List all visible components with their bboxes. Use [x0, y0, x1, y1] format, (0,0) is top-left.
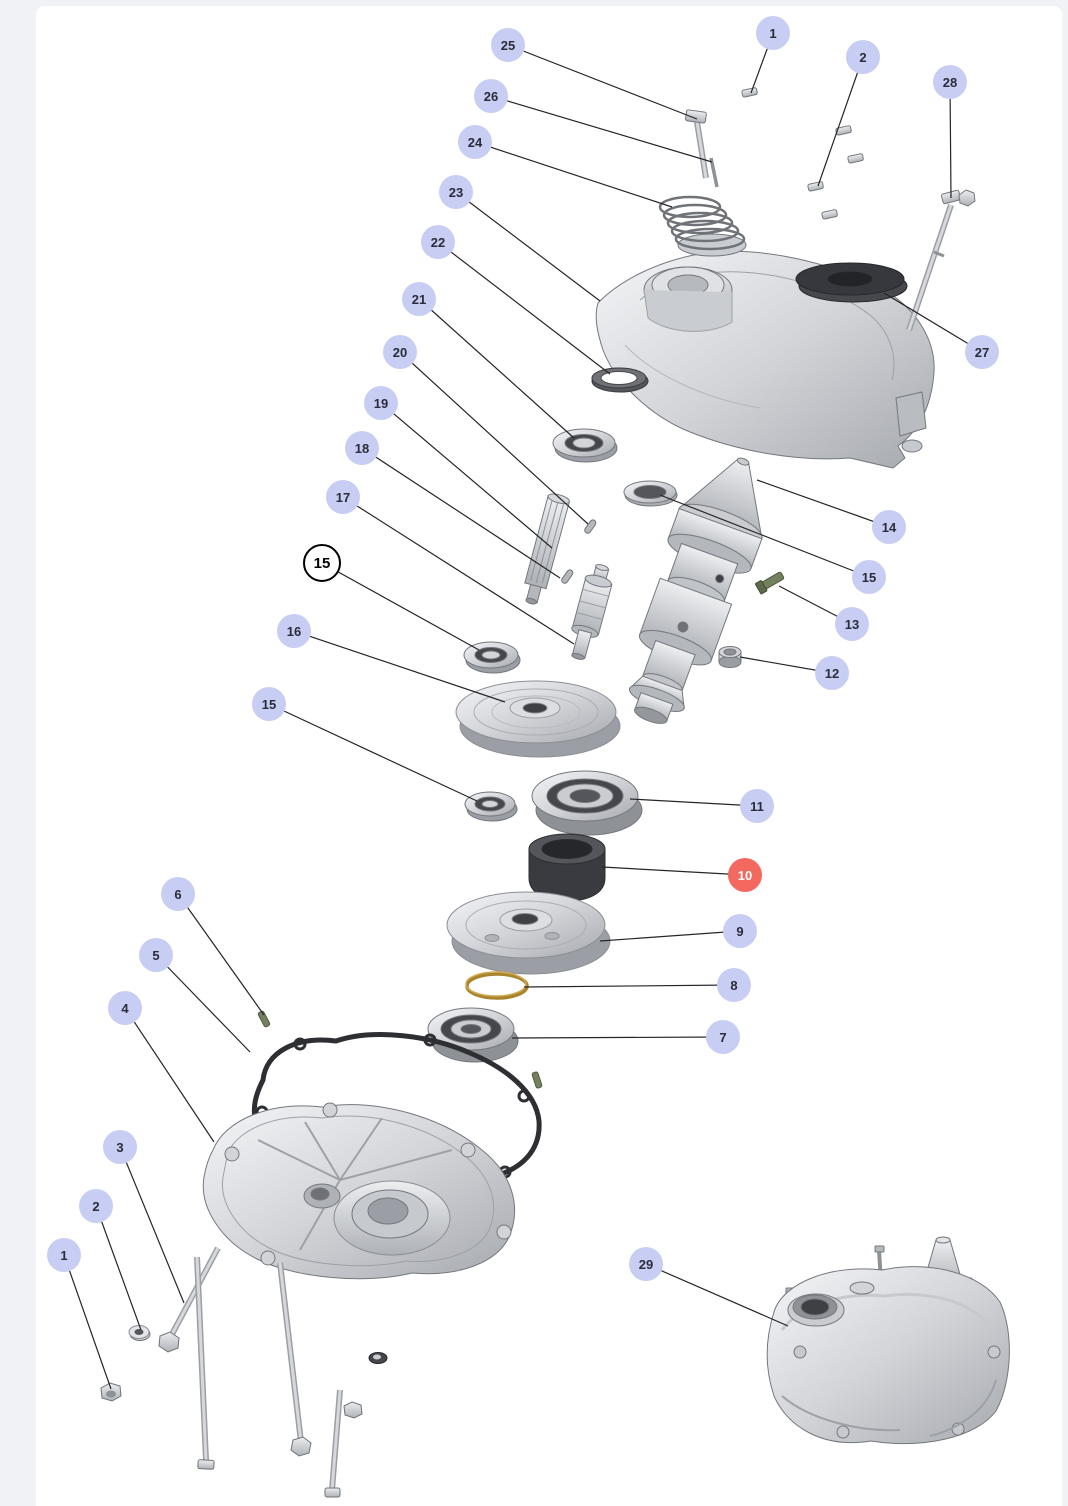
callout-29[interactable]: 29 [629, 1247, 663, 1281]
callout-19[interactable]: 19 [364, 386, 398, 420]
callout-25[interactable]: 25 [491, 28, 525, 62]
callout-27[interactable]: 27 [965, 335, 999, 369]
part-shaft-17 [571, 564, 613, 660]
callout-18[interactable]: 18 [345, 431, 379, 465]
part-pulley-9 [446, 891, 611, 975]
part-plug-12 [718, 646, 742, 668]
callout-14[interactable]: 14 [872, 510, 906, 544]
part-housing-cover-4 [202, 1102, 516, 1280]
callout-5[interactable]: 5 [139, 938, 173, 972]
part-spring-24 [658, 195, 747, 257]
callout-11[interactable]: 11 [740, 789, 774, 823]
callout-21[interactable]: 21 [402, 282, 436, 316]
callout-2-top[interactable]: 2 [846, 40, 880, 74]
callout-10[interactable]: 10 [728, 858, 762, 892]
part-key-upper [584, 519, 597, 534]
part-seal-22 [591, 367, 649, 393]
part-bolt-25 [685, 109, 709, 179]
callout-20[interactable]: 20 [383, 335, 417, 369]
part-bolts-bottom [158, 1246, 343, 1498]
callout-16[interactable]: 16 [277, 614, 311, 648]
part-nut-small [343, 1401, 363, 1419]
part-bearing-15-lower [464, 791, 518, 822]
callout-1-bottom[interactable]: 1 [47, 1238, 81, 1272]
callout-12[interactable]: 12 [815, 656, 849, 690]
part-rear-cover [595, 250, 935, 469]
callout-8[interactable]: 8 [717, 968, 751, 1002]
callout-13[interactable]: 13 [835, 607, 869, 641]
part-oring-8 [465, 971, 529, 1000]
part-assembled-gearbox-29 [766, 1236, 1010, 1444]
callout-2-bottom[interactable]: 2 [79, 1189, 113, 1223]
part-pulley-16 [455, 680, 621, 758]
part-seal-15-right [623, 480, 678, 507]
part-bearing-7 [427, 1007, 519, 1063]
part-nut-1 [100, 1382, 122, 1402]
part-key-lower [561, 569, 574, 584]
part-spacer-10 [528, 833, 606, 902]
callout-15-right[interactable]: 15 [852, 560, 886, 594]
part-friction-disc-27 [795, 262, 908, 303]
part-washer-small [368, 1352, 388, 1364]
part-pin-26 [709, 157, 719, 188]
part-washer-2 [128, 1325, 151, 1341]
part-clips-1-2 [741, 87, 864, 220]
callout-15-upper[interactable]: 15 [303, 544, 341, 582]
part-main-shaft-14 [628, 457, 763, 724]
callout-17[interactable]: 17 [326, 480, 360, 514]
callout-15-mid[interactable]: 15 [252, 687, 286, 721]
callout-7[interactable]: 7 [706, 1020, 740, 1054]
callout-1-top[interactable]: 1 [756, 16, 790, 50]
part-stud-13 [755, 571, 785, 595]
callout-9[interactable]: 9 [723, 914, 757, 948]
callout-3[interactable]: 3 [103, 1130, 137, 1164]
callout-23[interactable]: 23 [439, 175, 473, 209]
callout-28[interactable]: 28 [933, 65, 967, 99]
part-bearing-21 [552, 428, 618, 463]
part-bearing-11 [531, 770, 643, 836]
part-bolt-28 [906, 189, 976, 331]
callout-4[interactable]: 4 [108, 991, 142, 1025]
callout-22[interactable]: 22 [421, 225, 455, 259]
callout-24[interactable]: 24 [458, 125, 492, 159]
callout-26[interactable]: 26 [474, 79, 508, 113]
part-spline-shaft [524, 493, 570, 605]
callout-6[interactable]: 6 [161, 877, 195, 911]
part-dowel-pins [257, 1010, 543, 1089]
